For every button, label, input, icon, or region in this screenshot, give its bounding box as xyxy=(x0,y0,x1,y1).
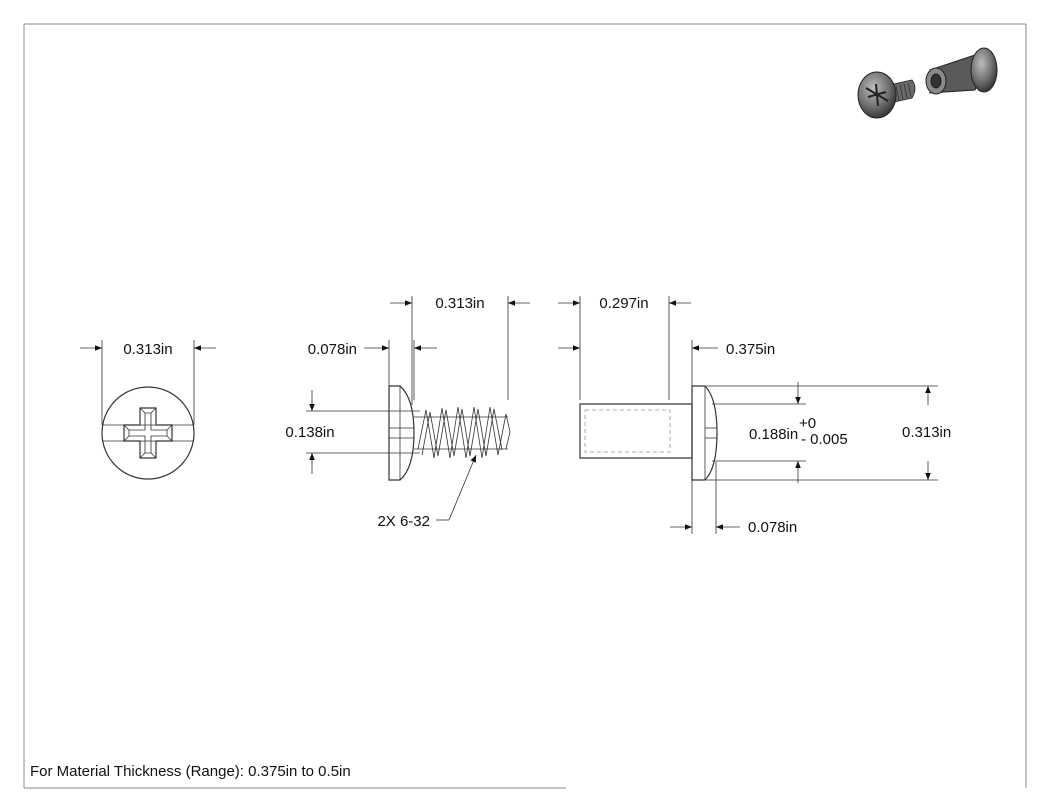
dim-thread-diameter: 0.138in xyxy=(285,390,420,474)
barrel-head-profile xyxy=(691,385,718,481)
screw-head-profile xyxy=(388,385,415,481)
material-thickness-note: For Material Thickness (Range): 0.375in … xyxy=(30,763,351,780)
barrel-diameter-label: 0.188in xyxy=(749,426,798,443)
screw-side-view: 0.313in 0.078in 0.138in 2X 6-32 xyxy=(285,295,530,530)
barrel-nut-side-view: 0.297in 0.375in 0.188in +0 - 0.005 0.313… xyxy=(558,295,951,536)
front-view: 0.313in xyxy=(80,340,216,480)
thread-callout-leader: 2X 6-32 xyxy=(377,454,477,530)
dim-screw-head-thickness: 0.078in xyxy=(308,340,437,400)
front-width-label: 0.313in xyxy=(123,341,172,358)
dim-barrel-head-thickness: 0.078in xyxy=(670,462,797,536)
screw-length-label: 0.313in xyxy=(435,295,484,312)
barrel-head-diameter-label: 0.313in xyxy=(902,424,951,441)
barrel-tolerance-plus: +0 xyxy=(799,415,816,432)
dim-barrel-length: 0.297in xyxy=(558,295,691,400)
thread-diameter-label: 0.138in xyxy=(285,424,334,441)
dim-barrel-diameter: 0.188in +0 - 0.005 xyxy=(712,382,848,483)
dim-barrel-head-offset: 0.375in xyxy=(558,340,775,386)
barrel-hidden-bore xyxy=(584,409,671,453)
barrel-head-thickness-label: 0.078in xyxy=(748,519,797,536)
screw-head-circle xyxy=(101,386,195,480)
barrel-nut-isometric-icon xyxy=(925,47,998,95)
screw-head-thickness-label: 0.078in xyxy=(308,341,357,358)
barrel-body xyxy=(579,403,693,459)
phillips-cross-icon xyxy=(123,407,173,459)
screw-thread xyxy=(414,406,511,459)
barrel-head-offset-label: 0.375in xyxy=(726,341,775,358)
dim-barrel-head-diameter: 0.313in xyxy=(706,385,951,481)
dim-screw-length: 0.313in xyxy=(390,295,530,405)
barrel-length-label: 0.297in xyxy=(599,295,648,312)
barrel-tolerance-minus: - 0.005 xyxy=(801,431,848,448)
thread-callout-label: 2X 6-32 xyxy=(377,513,430,530)
drawing-frame xyxy=(23,23,1027,789)
screw-isometric-icon xyxy=(857,71,916,119)
dim-front-width: 0.313in xyxy=(80,340,216,425)
